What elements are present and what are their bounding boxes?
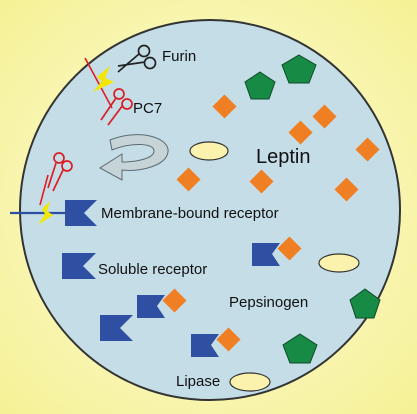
pepsinogen-pentagon xyxy=(282,333,318,364)
cut-line-upper xyxy=(84,57,113,109)
lightning-icon xyxy=(93,66,114,92)
lipase-ellipse xyxy=(189,141,229,161)
label-lipase: Lipase xyxy=(176,373,221,390)
lipase-ellipse xyxy=(318,253,360,273)
pepsinogen-pentagon xyxy=(349,288,381,319)
receptor-leptin-complex xyxy=(137,288,187,318)
receptor-leptin-complex xyxy=(191,327,241,357)
leptin-molecules xyxy=(176,94,380,202)
curved-arrow-icon xyxy=(99,134,169,181)
label-soluble-receptor: Soluble receptor xyxy=(98,261,208,278)
pepsinogen-pentagon xyxy=(244,71,276,100)
lipase-ellipse xyxy=(229,372,271,392)
soluble-receptor xyxy=(100,315,133,341)
cut-line-lower xyxy=(39,174,49,206)
label-pc7: PC7 xyxy=(133,100,163,117)
label-leptin: Leptin xyxy=(256,146,311,168)
lightning-icon xyxy=(38,201,53,225)
label-membrane-bound-receptor: Membrane-bound receptor xyxy=(101,205,279,222)
label-pepsinogen: Pepsinogen xyxy=(229,294,309,311)
membrane-bound-receptor xyxy=(65,200,97,226)
scissors-icon xyxy=(100,88,133,126)
soluble-receptor xyxy=(62,253,96,279)
pepsinogen-pentagon xyxy=(281,54,317,84)
scissors-icon xyxy=(47,152,73,192)
scissors-icon xyxy=(117,44,157,73)
label-furin: Furin xyxy=(162,48,197,65)
receptor-leptin-complex xyxy=(252,236,302,266)
